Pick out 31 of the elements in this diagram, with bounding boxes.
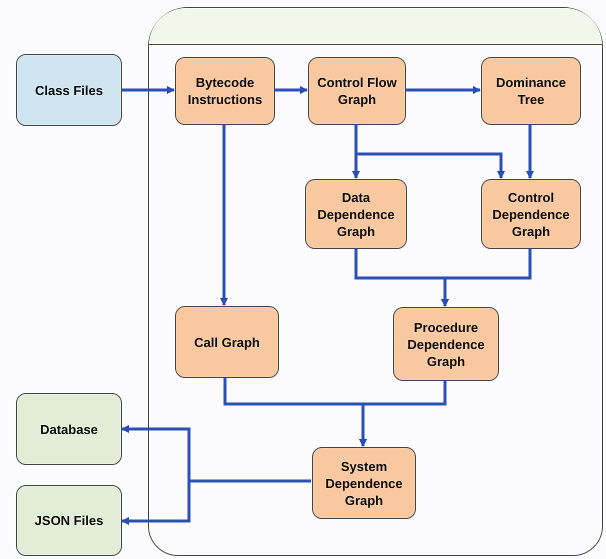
process-box — [481, 57, 581, 125]
box-label: Call Graph — [194, 334, 260, 350]
box-label: Data Dependence Graph — [316, 188, 396, 240]
process-box — [16, 54, 122, 126]
arrow — [405, 86, 481, 94]
process-box — [308, 57, 406, 125]
container-panel — [148, 7, 603, 556]
process-box — [393, 307, 499, 381]
box-label: Database — [40, 420, 98, 438]
box-label: Control Flow Graph — [316, 74, 398, 108]
box-label: Class Files — [35, 82, 103, 98]
box-label: Dominance Tree — [494, 74, 568, 108]
process-box — [175, 57, 275, 125]
box-label: Control Dependence Graph — [491, 188, 571, 240]
box-label: System Dependence Graph — [324, 458, 404, 508]
arrow — [359, 380, 446, 447]
arrow — [122, 86, 175, 94]
process-box — [16, 485, 122, 556]
process-box — [16, 393, 122, 465]
arrow — [526, 124, 534, 179]
box-label: Procedure Dependence Graph — [406, 318, 486, 370]
box-label: Bytecode Instructions — [186, 74, 264, 108]
process-box — [175, 306, 279, 378]
box-label: JSON Files — [34, 512, 104, 529]
arrow — [354, 124, 505, 179]
process-box — [312, 447, 416, 519]
process-box — [481, 179, 581, 249]
process-box — [305, 179, 407, 249]
arrow — [220, 124, 228, 306]
arrow — [441, 248, 532, 307]
arrow — [274, 86, 308, 94]
